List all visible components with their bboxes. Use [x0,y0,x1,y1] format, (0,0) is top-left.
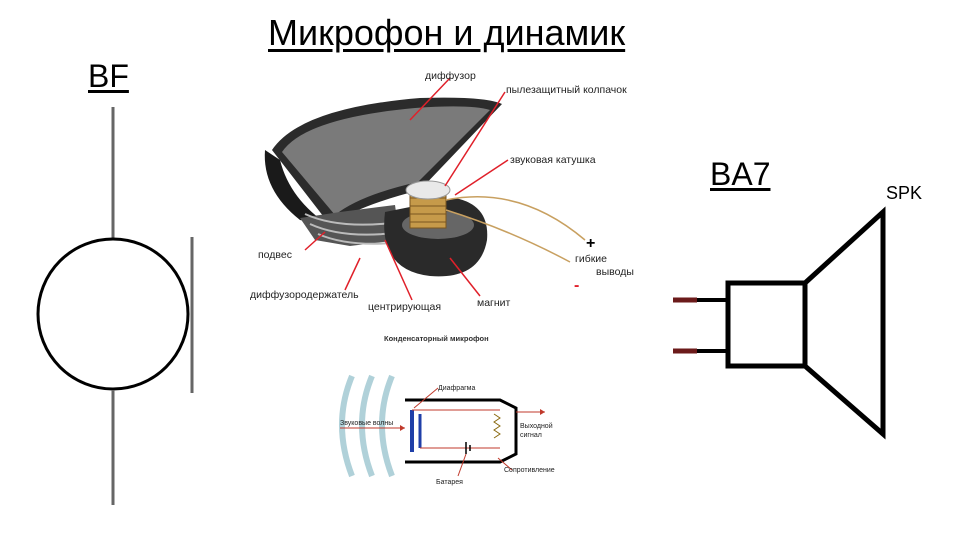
label-diffuser: диффузор [425,70,476,82]
mic-circle [38,239,188,389]
label-output-1: Выходной [520,422,553,430]
microphone-symbol [38,107,192,505]
label-resistor: Сопротивление [504,467,555,474]
condenser-mic-illustration: Конденсаторный микрофон Диафрагма Звук [340,334,555,486]
label-voice-coil: звуковая катушка [510,154,596,166]
label-basket: диффузородержатель [250,289,359,301]
speaker-magnet-box [728,283,805,366]
condenser-caption: Конденсаторный микрофон [384,334,489,343]
label-spider: центрирующая [368,301,441,313]
label-output-2: сигнал [520,432,542,439]
label-battery: Батарея [436,479,463,486]
label-sound-waves: Звуковые волны [340,420,393,427]
dust-cap [406,181,450,199]
label-minus: - [574,277,579,294]
label-suspension: подвес [258,249,292,261]
capsule-body [405,400,516,462]
label-dust-cap: пылезащитный колпачок [506,84,627,96]
label-flex-leads-2: выводы [596,266,634,278]
speaker-cone [805,212,883,434]
label-diaphragm: Диафрагма [438,385,475,392]
label-magnet: магнит [477,297,511,309]
resistor-symbol [494,414,500,438]
speaker-symbol [673,212,883,434]
speaker-cutaway-illustration: диффузор пылезащитный колпачок звуковая … [250,70,634,313]
label-flex-leads-1: гибкие [575,253,607,265]
label-plus: + [586,235,595,252]
